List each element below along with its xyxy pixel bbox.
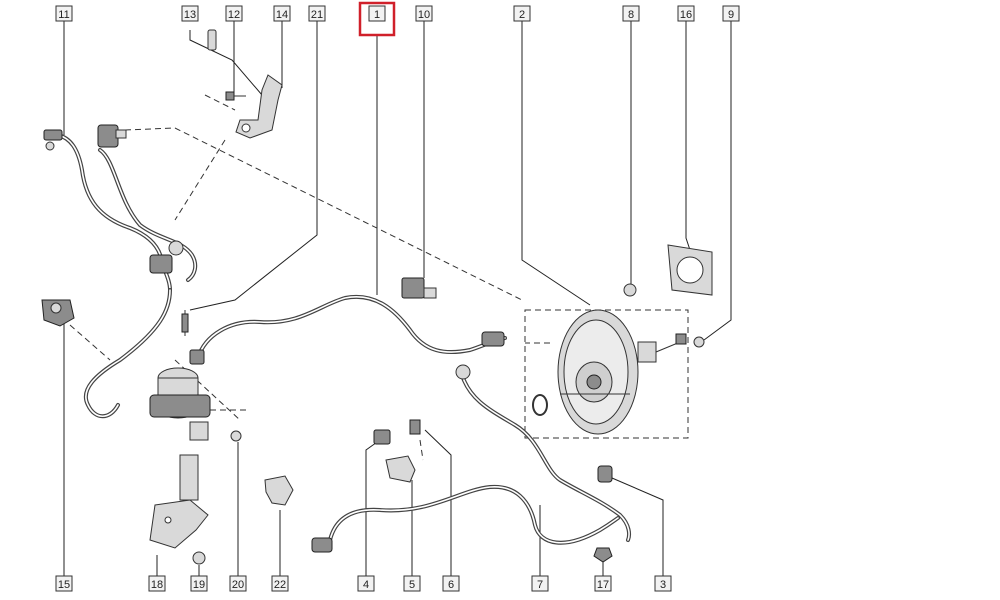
callout-number: 8: [628, 9, 634, 21]
fitting-15: [41, 299, 75, 327]
vacuum-hoses: [56, 133, 631, 545]
callout-number: 21: [311, 9, 323, 21]
callout-19: 19: [190, 575, 208, 592]
callout-13: 13: [181, 5, 199, 22]
callout-18: 18: [148, 575, 166, 592]
callout-number: 15: [58, 579, 70, 591]
callout-number: 9: [728, 9, 734, 21]
nut-17: [593, 547, 613, 563]
screw-6: [409, 419, 421, 435]
callout-1: 1: [368, 5, 386, 22]
callout-number: 10: [418, 9, 430, 21]
callout-9: 9: [722, 5, 740, 22]
callout-11: 11: [55, 5, 73, 22]
callout-14: 14: [273, 5, 291, 22]
callout-17: 17: [594, 575, 612, 592]
callout-number: 13: [184, 9, 196, 21]
clip-22: [264, 475, 294, 506]
callout-number: 5: [409, 579, 415, 591]
callout-2: 2: [513, 5, 531, 22]
bracket-14: [235, 74, 283, 139]
callout-20: 20: [229, 575, 247, 592]
callout-8: 8: [622, 5, 640, 22]
nut-19: [192, 551, 206, 565]
callout-number: 7: [537, 579, 543, 591]
callout-number: 3: [660, 579, 666, 591]
connector-booster: [455, 331, 505, 380]
callout-number: 1: [374, 9, 380, 21]
gasket-16: [667, 244, 713, 296]
brake-booster: [557, 309, 687, 435]
clip-3: [597, 465, 613, 483]
spacer-13: [207, 29, 217, 51]
callout-number: 12: [228, 9, 240, 21]
callout-number: 6: [448, 579, 454, 591]
callout-number: 11: [58, 9, 69, 21]
callout-21: 21: [308, 5, 326, 22]
clamp-10: [401, 277, 437, 299]
connector-lower: [311, 537, 333, 553]
hose-clip: [149, 240, 184, 274]
callout-number: 22: [274, 579, 286, 591]
callout-7: 7: [531, 575, 549, 592]
parts: [41, 29, 713, 565]
connector-upper: [97, 124, 127, 148]
seal-ring: [532, 394, 548, 416]
highlight-frame: [358, 1, 396, 37]
callout-number: 18: [151, 579, 163, 591]
callout-number: 17: [597, 579, 609, 591]
bolt-12: [225, 91, 246, 101]
callout-number: 2: [519, 9, 525, 21]
bracket-5: [385, 455, 416, 483]
callout-22: 22: [271, 575, 289, 592]
callout-labels: 11 13 12 14 21 1 10 2 8 16 9 15 18 19 20 22 4 5 6 7 17 3: [55, 5, 740, 592]
connector-11: [43, 129, 63, 151]
clip-4: [373, 429, 391, 445]
callout-number: 20: [232, 579, 244, 591]
leader-lines: [63, 21, 732, 578]
vacuum-pump: [149, 313, 211, 441]
callout-12: 12: [225, 5, 243, 22]
callout-number: 19: [193, 579, 205, 591]
callout-5: 5: [403, 575, 421, 592]
callout-number: 14: [276, 9, 288, 21]
callout-16: 16: [677, 5, 695, 22]
callout-15: 15: [55, 575, 73, 592]
callout-number: 16: [680, 9, 692, 21]
nut-8: [623, 283, 637, 297]
washer-20: [230, 430, 242, 442]
callout-10: 10: [415, 5, 433, 22]
callout-3: 3: [654, 575, 672, 592]
callout-4: 4: [357, 575, 375, 592]
bracket-18: [149, 454, 209, 549]
nut-9: [693, 336, 705, 348]
callout-number: 4: [363, 579, 369, 591]
callout-6: 6: [442, 575, 460, 592]
